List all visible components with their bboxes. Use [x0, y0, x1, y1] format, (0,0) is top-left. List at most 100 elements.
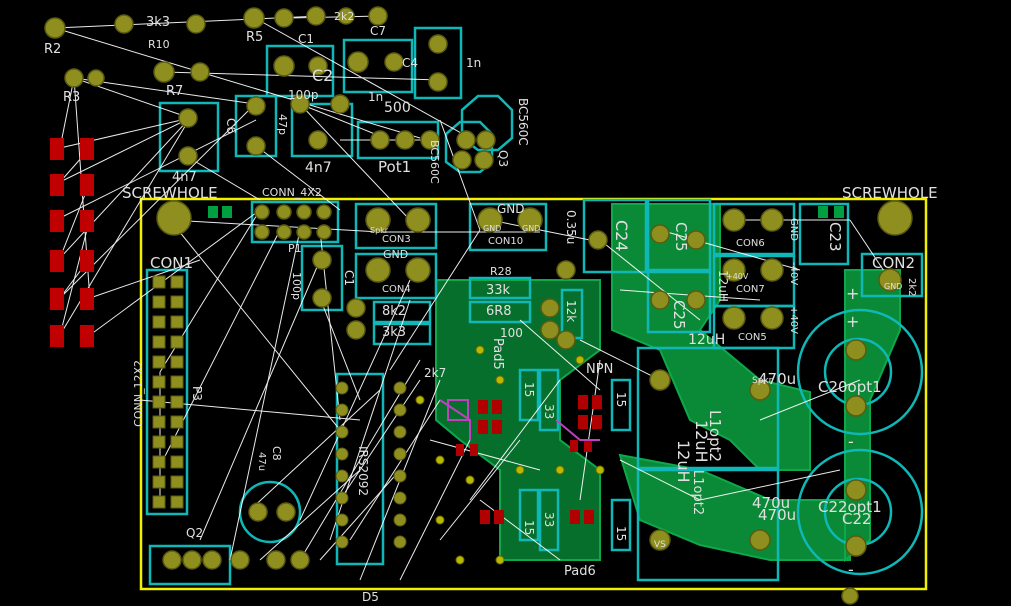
label-15-b[interactable]: 15 [614, 392, 628, 408]
label-33k[interactable]: 33k [486, 283, 511, 298]
label-con10[interactable]: CON10 [488, 236, 524, 247]
label-conn4x2[interactable]: CONN_4X2 [262, 186, 322, 199]
label-gnd-small-c[interactable]: GND [884, 282, 903, 291]
label-plus-a[interactable]: + [846, 284, 860, 303]
label-12uh-mid2[interactable]: 12uH [692, 420, 711, 463]
label-bc560c-right[interactable]: BC560C [516, 98, 530, 146]
label-c8-val[interactable]: 47u [256, 452, 267, 472]
label-470u-c[interactable]: 470u [758, 506, 797, 524]
label-c1-top[interactable]: C1 [298, 32, 315, 46]
board-outline [139, 197, 928, 591]
label-l1opt2-b[interactable]: L1opt2 [690, 470, 705, 516]
label-c22opt1[interactable]: C22opt1 [818, 498, 882, 516]
label-40v-small[interactable]: +40V [726, 272, 749, 281]
label-100[interactable]: 100 [500, 326, 523, 340]
label-gnd-con6[interactable]: GND [788, 218, 799, 241]
label-c24[interactable]: C24 [612, 220, 631, 252]
label-npn[interactable]: NPN [586, 362, 614, 377]
label-470u-b[interactable]: 470u [752, 494, 791, 512]
label-vs[interactable]: VS [654, 540, 666, 550]
label-c8[interactable]: C8 [270, 446, 283, 461]
label-c20opt1[interactable]: C20opt1 [818, 378, 882, 396]
label-q2[interactable]: Q2 [186, 526, 204, 540]
label-8k2[interactable]: 8k2 [382, 304, 407, 319]
label-irs2092[interactable]: IRS2092 [356, 446, 370, 497]
label-r10-value[interactable]: 3k3 [146, 15, 171, 30]
label-q3[interactable]: Q3 [496, 150, 510, 168]
label-2k7[interactable]: 2k7 [424, 366, 447, 380]
label-con7[interactable]: CON7 [736, 284, 765, 295]
label-c6[interactable]: C6 [224, 118, 238, 135]
label-plus-b[interactable]: + [846, 312, 860, 331]
outline-c20opt1 [796, 308, 924, 436]
label-r10[interactable]: R10 [148, 38, 170, 51]
label-c1[interactable]: C1 [342, 270, 356, 287]
label-c2[interactable]: C2 [312, 66, 334, 85]
label-c22[interactable]: C22 [842, 510, 872, 528]
label-bc560c-left[interactable]: BC560C [428, 140, 441, 184]
label-33-b[interactable]: 33 [542, 512, 556, 528]
label-c23[interactable]: C23 [826, 222, 844, 252]
label-100p-top[interactable]: 100p [288, 88, 319, 102]
label-screwhole-left[interactable]: SCREWHOLE [122, 184, 218, 202]
label-1n-b[interactable]: 1n [368, 90, 384, 104]
label-r7[interactable]: R7 [166, 84, 184, 99]
label-1n[interactable]: 1n [466, 56, 482, 70]
outline-r8k2 [372, 300, 432, 324]
label-4n7-left[interactable]: 4n7 [172, 170, 197, 185]
label-screwhole-right[interactable]: SCREWHOLE [842, 184, 938, 202]
label-500[interactable]: 500 [384, 100, 411, 116]
label-47p[interactable]: 47p [276, 114, 289, 135]
label-p3[interactable]: P3 [190, 386, 204, 401]
label-minus-a[interactable]: - [848, 432, 854, 451]
label-r5[interactable]: R5 [246, 30, 264, 45]
label-15-a[interactable]: 15 [522, 382, 536, 398]
label-15-c[interactable]: 15 [614, 526, 628, 542]
label-12k[interactable]: 12k [564, 300, 578, 323]
label-r3[interactable]: R3 [63, 90, 81, 105]
label-12uh-vert[interactable]: 12uH [716, 270, 730, 302]
label-d5[interactable]: D5 [362, 590, 379, 604]
label-4n7-right[interactable]: 4n7 [305, 160, 332, 176]
label-con4[interactable]: CON4 [382, 284, 411, 295]
label-pot1[interactable]: Pot1 [378, 158, 412, 176]
label-con2[interactable]: CON2 [872, 254, 916, 272]
label-con3[interactable]: CON3 [382, 234, 411, 245]
label-40v-con7[interactable]: -40V [788, 262, 799, 286]
label-conn12x2[interactable]: CONN_12X2 [132, 360, 145, 427]
label-2k2[interactable]: 2k2 [906, 278, 917, 297]
label-33-a[interactable]: 33 [542, 404, 556, 420]
label-pad5[interactable]: Pad5 [490, 338, 505, 370]
label-gnd-small-b[interactable]: GND [522, 224, 541, 233]
label-c4[interactable]: C4 [402, 56, 419, 70]
label-3k3[interactable]: 3k3 [382, 325, 407, 340]
label-c25-b[interactable]: C25 [670, 300, 688, 330]
label-spkr[interactable]: Spkr [752, 376, 773, 386]
label-100p[interactable]: 100p [290, 272, 303, 300]
label-pad6[interactable]: Pad6 [564, 564, 596, 579]
label-minus-b[interactable]: - [848, 560, 854, 579]
label-gnd-con10[interactable]: GND [497, 202, 525, 216]
label-con5[interactable]: CON5 [738, 332, 767, 343]
label-con6[interactable]: CON6 [736, 238, 765, 249]
label-12uh-top[interactable]: 12uH [688, 332, 726, 348]
label-c7[interactable]: C7 [370, 24, 387, 38]
label-c25[interactable]: C25 [672, 222, 690, 252]
label-470u-a[interactable]: 470u [758, 370, 797, 388]
label-spkr-small-a[interactable]: Spkr [370, 226, 389, 235]
label-c0-35u[interactable]: 0.35u [564, 210, 578, 245]
label-6r8[interactable]: 6R8 [486, 304, 512, 319]
label-l1opt2[interactable]: L1opt2 [706, 410, 724, 463]
label-12uh-mid[interactable]: 12uH [674, 440, 693, 483]
label-gnd-con4[interactable]: GND [383, 248, 409, 261]
label-r28[interactable]: R28 [490, 265, 512, 278]
label-15-d[interactable]: 15 [522, 520, 536, 536]
label-con1[interactable]: CON1 [150, 254, 194, 272]
outline-c3 [158, 101, 220, 173]
label-40v-con5[interactable]: +40V [788, 306, 799, 334]
label-gnd-small-a[interactable]: GND [483, 224, 502, 233]
label-r2[interactable]: R2 [44, 42, 62, 57]
label-r6-value[interactable]: 2k2 [334, 10, 355, 23]
label-p1[interactable]: P1 [288, 242, 302, 255]
